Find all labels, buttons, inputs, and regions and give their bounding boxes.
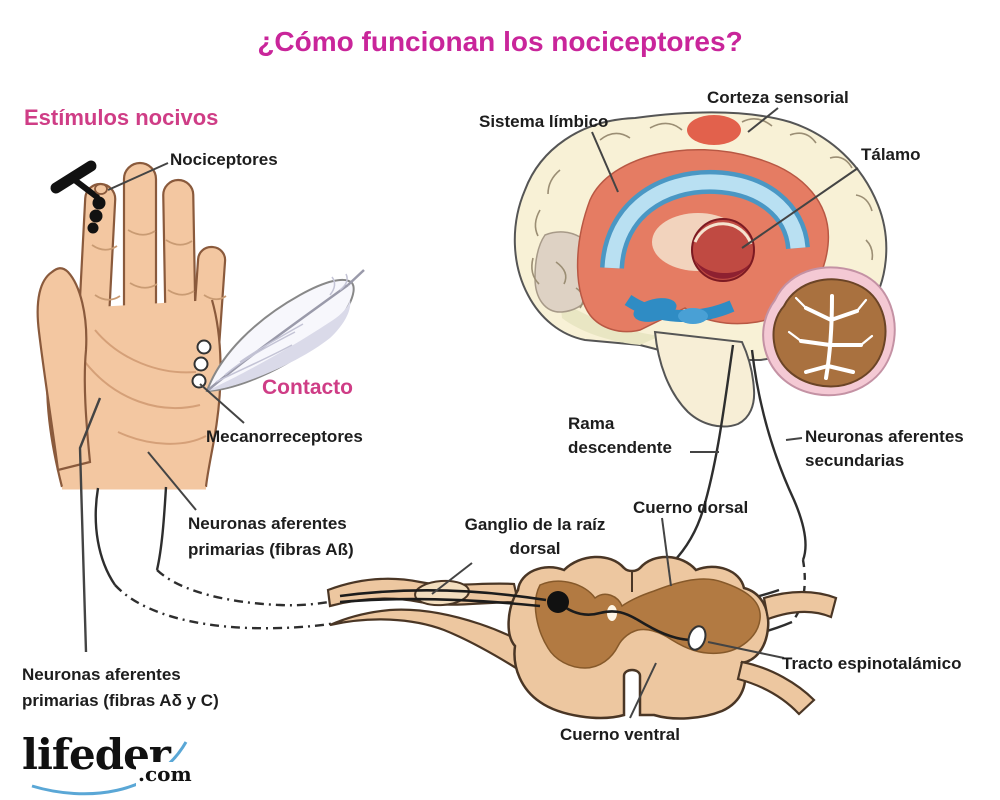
- pointer-neuronas-secundarias: [785, 437, 803, 441]
- label-corteza-sensorial: Corteza sensorial: [707, 88, 849, 107]
- ventricles: [624, 294, 735, 324]
- pointer-fibras-ab: [147, 451, 197, 511]
- lifeder-logo: lifeder .com: [22, 730, 212, 790]
- label-tracto-espinotalamico: Tracto espinotalámico: [782, 654, 962, 673]
- logo-suffix-text: .com: [136, 762, 194, 786]
- label-nociceptores: Nociceptores: [170, 150, 278, 169]
- label-neuronas-primarias-ab: Neuronas aferentes primarias (fibras Aß): [188, 514, 354, 559]
- feather: [205, 269, 365, 393]
- logo-swoosh: [31, 741, 188, 796]
- label-rama-descendente: Rama descendente: [568, 414, 672, 457]
- heading-contacto: Contacto: [262, 376, 353, 399]
- brain-illustration: [513, 111, 896, 428]
- pointer-talamo: [741, 167, 859, 249]
- label-ganglio-raiz-dorsal: Ganglio de la raíz dorsal: [464, 515, 606, 558]
- pointer-nociceptores: [107, 162, 169, 191]
- page-title: ¿Cómo funcionan los nociceptores?: [257, 26, 743, 57]
- pointer-cuerno-dorsal: [661, 517, 672, 587]
- sensory-cortex-spot: [687, 115, 741, 145]
- synapse-dot: [547, 591, 569, 613]
- pointer-cuerno-ventral: [629, 662, 657, 719]
- brainstem: [653, 330, 756, 428]
- cerebellum: [762, 266, 896, 397]
- primary-afferent-fibers: [94, 486, 337, 630]
- spinal-cord: [326, 555, 838, 720]
- thumb: [36, 267, 92, 472]
- gray-matter: [534, 578, 761, 669]
- spinothalamic-oval: [687, 625, 707, 651]
- pointer-lines: [78, 107, 859, 719]
- right-dorsal-root: [762, 590, 838, 621]
- right-ventral-root: [736, 660, 816, 716]
- label-cuerno-ventral: Cuerno ventral: [560, 725, 680, 744]
- pointer-mecanorreceptores: [199, 383, 245, 424]
- secondary-afferent-line: [750, 349, 807, 561]
- label-neuronas-primarias-adc: Neuronas aferentes primarias (fibras Aδ …: [22, 665, 219, 710]
- central-canal: [607, 605, 617, 621]
- pointer-sistema-limbico: [591, 131, 619, 193]
- label-mecanorreceptores: Mecanorreceptores: [206, 427, 363, 446]
- label-neuronas-secundarias: Neuronas aferentes secundarias: [805, 427, 964, 470]
- finger-creases: [91, 229, 227, 301]
- label-sistema-limbico: Sistema límbico: [479, 112, 609, 131]
- pointer-ganglio: [431, 562, 473, 595]
- cerebellum-branches: [799, 294, 863, 380]
- occipital-region: [560, 300, 660, 345]
- label-cuerno-dorsal: Cuerno dorsal: [633, 498, 749, 517]
- nociceptor-dots: [87, 183, 108, 234]
- corpus-callosum: [600, 169, 810, 270]
- heading-estimulos-nocivos: Estímulos nocivos: [24, 105, 219, 130]
- pointer-corteza-sensorial: [747, 107, 779, 133]
- hand-illustration: [36, 161, 227, 490]
- thalamus: [691, 218, 755, 282]
- palm: [47, 300, 221, 487]
- mechanoreceptor-dots: [191, 339, 212, 389]
- label-talamo: Tálamo: [861, 145, 921, 164]
- pointer-tracto: [707, 641, 785, 659]
- feather-barbs: [215, 273, 348, 383]
- tack-icon: [50, 160, 100, 200]
- pointer-fibras-adc: [78, 397, 102, 653]
